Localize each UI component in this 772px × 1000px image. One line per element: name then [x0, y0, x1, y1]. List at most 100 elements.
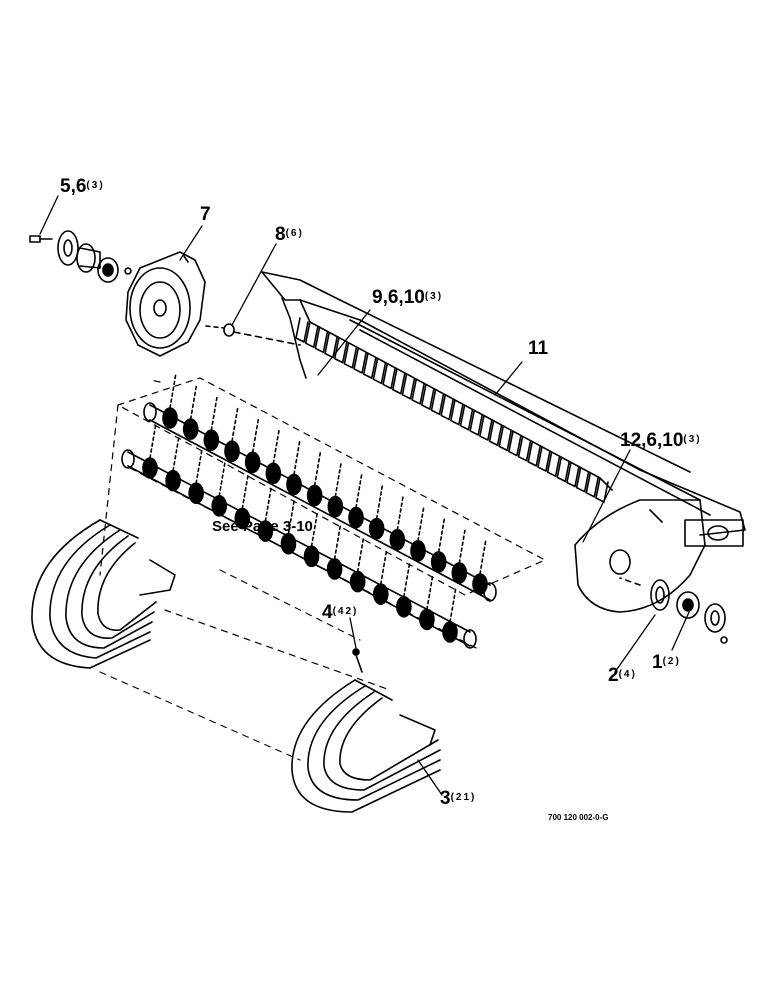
bolt-4 [352, 648, 363, 673]
callout-5-6: 5,6(3) [60, 176, 105, 197]
spring-tine [379, 548, 388, 585]
stripper-tooth [575, 466, 590, 493]
spring-coil [430, 551, 447, 573]
spring-tine [426, 573, 434, 611]
spring-tine [313, 449, 322, 487]
spring-tine [172, 434, 180, 472]
bearing-stack-1-2 [619, 577, 728, 644]
spring-coil [389, 528, 406, 551]
stripper-tooth [304, 322, 319, 348]
stripper-bar-11 [261, 271, 746, 536]
stripper-tooth [411, 379, 425, 405]
spring-coil [442, 621, 458, 643]
stripper-tooth [488, 420, 503, 447]
spring-tine [195, 447, 203, 485]
stripper-tooth [295, 317, 309, 343]
spring-tine [218, 460, 227, 497]
belt-path [99, 569, 361, 761]
stripper-tooth [585, 472, 600, 498]
belt-set-front [291, 679, 441, 813]
spring-coil [244, 451, 261, 474]
leader-lines [39, 195, 691, 796]
callout-4: 4(42) [322, 602, 359, 623]
spacer-8 [205, 323, 301, 346]
callout-2: 2(4) [608, 665, 637, 686]
stripper-tooth [324, 332, 338, 359]
spring-tine [396, 493, 405, 531]
stripper-tooth [362, 353, 377, 379]
callout-3: 3(21) [440, 788, 477, 809]
stripper-tooth [527, 441, 542, 467]
stripper-tooth [421, 384, 435, 410]
end-housing-7 [125, 251, 206, 357]
callout-8: 8(6) [275, 224, 304, 245]
stripper-tooth [508, 430, 522, 457]
spring-tine [169, 372, 177, 409]
callout-11: 11 [528, 338, 549, 359]
spring-coil [372, 583, 389, 605]
spring-coil [224, 440, 240, 463]
spring-coil [368, 517, 385, 540]
spring-tine [403, 560, 411, 598]
spring-tine [333, 523, 342, 560]
stripper-tooth [353, 348, 367, 374]
spring-coil [211, 495, 228, 517]
stripper-tooth [343, 343, 358, 369]
stripper-tooth [566, 461, 580, 488]
spring-tine [417, 504, 425, 542]
stripper-tooth [517, 435, 532, 462]
stripper-tooth [595, 477, 609, 503]
spring-tine [375, 482, 384, 520]
callout-7: 7 [200, 204, 211, 225]
stripper-tooth [479, 415, 493, 441]
spring-tine [210, 394, 219, 431]
spring-tine [189, 383, 198, 420]
spring-tine [437, 516, 446, 553]
spring-tine [264, 485, 273, 522]
stripper-tooth [401, 373, 416, 400]
spring-tines-lower [142, 422, 458, 643]
spring-coil [419, 608, 435, 631]
spring-tine [293, 438, 301, 476]
spring-coil [306, 484, 323, 507]
stripper-tooth [498, 425, 513, 452]
spring-coil [182, 418, 199, 440]
figure-id: 700 120 002-0-G [548, 813, 609, 822]
belt-set-left [31, 519, 176, 669]
spring-tine [449, 586, 457, 623]
stripper-teeth [295, 317, 609, 503]
spring-tine [310, 510, 319, 548]
stripper-tooth [382, 363, 396, 390]
spring-coil [326, 558, 343, 580]
stripper-tooth [372, 358, 387, 385]
spring-tine [149, 422, 157, 459]
spring-tine [231, 405, 239, 443]
spring-tine [334, 460, 343, 498]
spring-coil [162, 407, 178, 429]
spring-coil [327, 495, 344, 518]
spring-tines-upper [162, 372, 488, 595]
spring-tine [272, 427, 281, 465]
spring-coil [349, 570, 366, 593]
stripper-tooth [430, 389, 445, 416]
callout-9-6-10: 9,6,10(3) [372, 287, 444, 308]
spring-coil [142, 457, 158, 479]
see-page-note: See Page 3-10 [212, 518, 313, 535]
spring-tine [356, 535, 365, 573]
callout-1: 1(2) [652, 652, 681, 673]
spring-coil [203, 429, 220, 451]
stripper-tooth [556, 456, 571, 483]
spring-coil [265, 462, 282, 485]
end-plate-12 [574, 499, 744, 613]
spring-coil [165, 469, 181, 492]
hardware-stack-5-6 [29, 230, 132, 283]
stripper-tooth [450, 399, 464, 426]
spring-coil [303, 545, 320, 568]
stripper-tooth [537, 446, 551, 472]
spring-tine [241, 472, 250, 510]
stripper-tooth [469, 410, 483, 436]
spring-tine [458, 527, 467, 564]
stripper-tooth [440, 394, 454, 421]
spring-tine [287, 497, 296, 535]
